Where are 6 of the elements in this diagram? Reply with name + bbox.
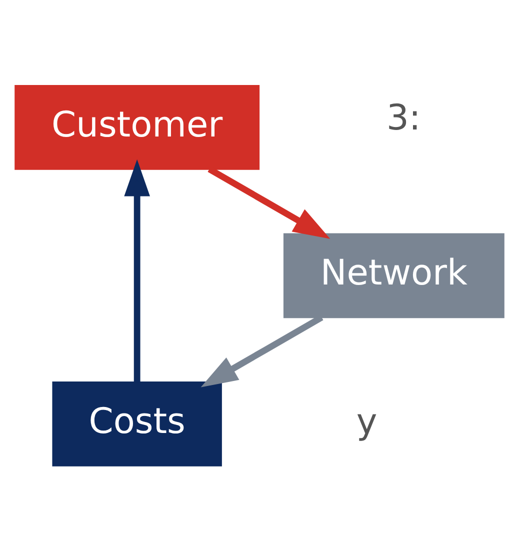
label: y [356, 401, 377, 442]
arrow [124, 158, 150, 382]
node-box: Network [282, 232, 504, 318]
label: 3: [386, 96, 420, 138]
node-box: Costs [52, 381, 222, 466]
node-box: Customer [14, 84, 260, 170]
